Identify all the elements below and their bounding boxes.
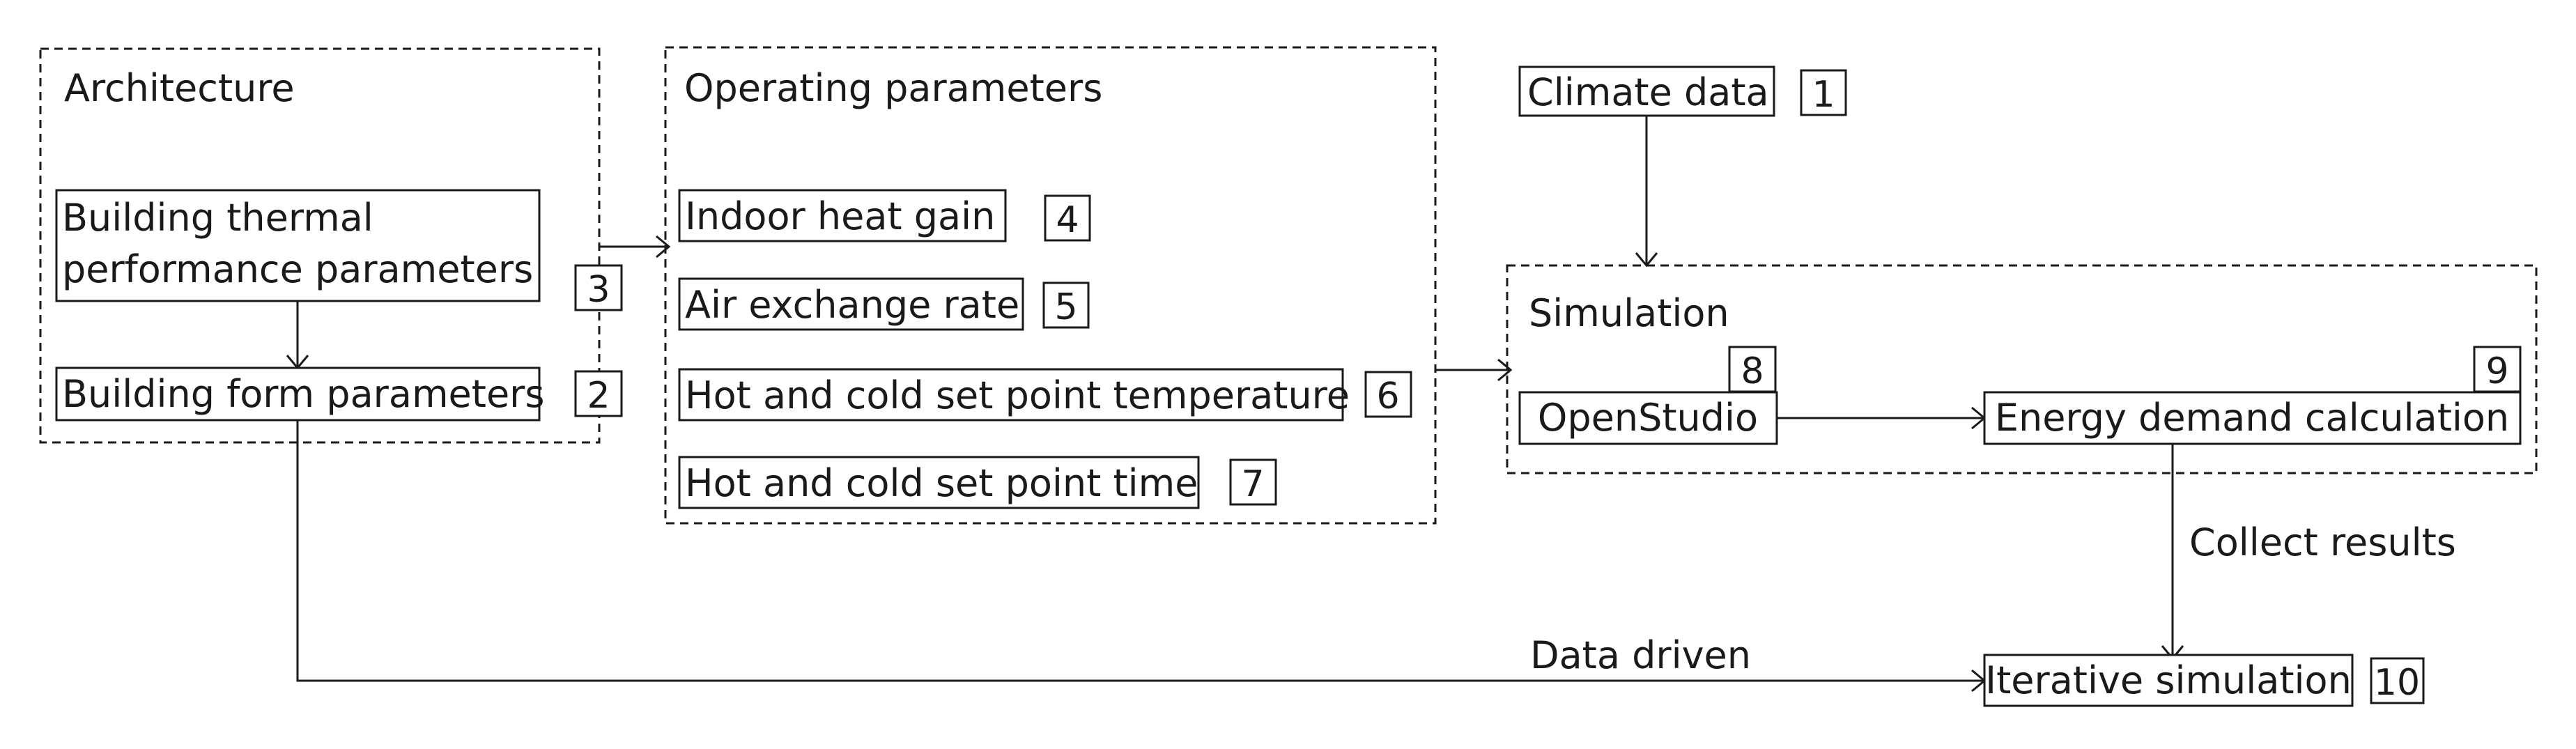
node-climate-data-label: Climate data [1527, 70, 1769, 114]
node-indoor-heat-gain [678, 189, 1007, 242]
node-thermal-performance-label-line2: performance parameters [62, 247, 533, 291]
edge-label-data-driven: Data driven [1530, 633, 1751, 677]
node-air-exchange-rate-label: Air exchange rate [685, 283, 1019, 327]
node-set-point-temperature-label: Hot and cold set point temperature [685, 373, 1350, 417]
step-badge-2 [574, 370, 623, 417]
arrowhead [656, 235, 671, 258]
step-badge-9 [2473, 346, 2522, 393]
node-indoor-heat-gain-label: Indoor heat gain [685, 194, 995, 238]
step-badge-8 [1728, 346, 1777, 393]
step-number-7: 7 [1241, 463, 1264, 505]
arrowhead [1635, 252, 1658, 268]
edge-label-collect-results: Collect results [2189, 520, 2456, 564]
step-badge-6 [1364, 371, 1412, 418]
operating-parameters-group [664, 46, 1437, 525]
step-badge-4 [1044, 194, 1091, 242]
node-iterative-simulation [1983, 654, 2354, 707]
node-set-point-temperature [678, 368, 1344, 422]
edge-form-to-iterative [296, 420, 1984, 682]
step-badge-10 [2370, 657, 2425, 704]
step-number-3: 3 [587, 269, 610, 311]
step-number-10: 10 [2374, 662, 2420, 704]
node-set-point-time [678, 456, 1200, 509]
step-number-1: 1 [1812, 74, 1835, 116]
node-set-point-time-label: Hot and cold set point time [685, 461, 1198, 505]
step-number-6: 6 [1376, 376, 1399, 417]
node-thermal-performance [55, 189, 541, 302]
simulation-group-title: Simulation [1529, 291, 1729, 335]
node-energy-demand [1983, 391, 2522, 445]
architecture-group-title: Architecture [64, 66, 295, 110]
node-openstudio-label: OpenStudio [1538, 396, 1758, 440]
node-building-form-label: Building form parameters [62, 372, 545, 416]
step-number-5: 5 [1054, 286, 1077, 328]
step-number-2: 2 [587, 375, 610, 417]
step-badge-1 [1800, 69, 1847, 116]
step-number-4: 4 [1056, 199, 1079, 241]
node-energy-demand-label: Energy demand calculation [1995, 396, 2509, 440]
step-badge-3 [574, 264, 623, 311]
node-iterative-simulation-label: Iterative simulation [1985, 658, 2352, 702]
step-badge-5 [1042, 281, 1090, 329]
step-number-8: 8 [1741, 350, 1764, 392]
node-air-exchange-rate [678, 277, 1024, 331]
operating-parameters-group-title: Operating parameters [684, 66, 1102, 110]
step-badge-7 [1229, 458, 1277, 506]
node-building-form [55, 366, 541, 422]
node-climate-data [1518, 65, 1775, 117]
arrowhead [1497, 358, 1513, 382]
step-number-9: 9 [2485, 350, 2508, 392]
node-openstudio [1518, 391, 1778, 445]
node-thermal-performance-label-line1: Building thermal [62, 196, 373, 240]
